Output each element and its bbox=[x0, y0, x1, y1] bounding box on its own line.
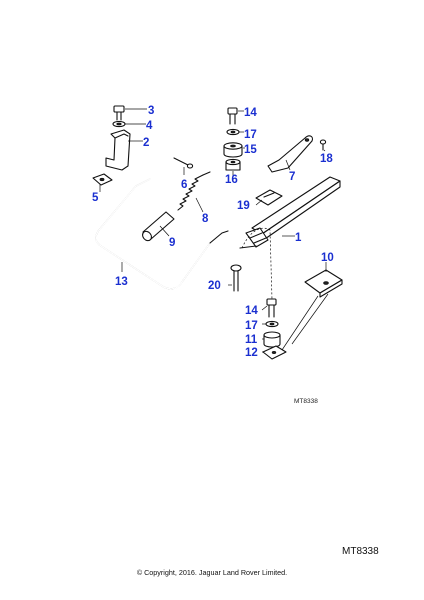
copyright-notice: © Copyright, 2016. Jaguar Land Rover Lim… bbox=[136, 568, 288, 577]
callout-14-upper: 14 bbox=[244, 107, 257, 119]
arm-1 bbox=[239, 176, 341, 249]
bolt-14-upper bbox=[227, 107, 238, 125]
callouts: 3 4 2 5 6 8 9 13 14 17 15 16 7 18 19 1 2… bbox=[92, 105, 334, 359]
callout-2: 2 bbox=[143, 137, 149, 149]
callout-14-lower: 14 bbox=[245, 305, 258, 317]
callout-11: 11 bbox=[245, 334, 258, 346]
bush-11 bbox=[263, 331, 281, 348]
callout-16: 16 bbox=[225, 174, 238, 186]
bolt-3 bbox=[113, 105, 125, 121]
callout-20: 20 bbox=[208, 280, 221, 292]
rivet-20 bbox=[230, 264, 242, 292]
callout-7: 7 bbox=[289, 171, 295, 183]
rod-13 bbox=[95, 178, 229, 290]
callout-15: 15 bbox=[244, 144, 257, 156]
plate-12 bbox=[262, 345, 287, 360]
callout-9: 9 bbox=[169, 237, 175, 249]
leader-lines bbox=[99, 108, 329, 353]
screw-18 bbox=[319, 139, 327, 151]
callout-13: 13 bbox=[115, 276, 128, 288]
clip-19 bbox=[255, 189, 283, 206]
bracket-2 bbox=[105, 129, 131, 171]
callout-19: 19 bbox=[237, 200, 250, 212]
callout-3: 3 bbox=[148, 105, 154, 117]
plate-10 bbox=[304, 269, 343, 298]
diagram-reference-large: MT8338 bbox=[342, 546, 379, 557]
washer-17-upper bbox=[226, 128, 240, 136]
strap-7 bbox=[267, 135, 313, 173]
plate-5 bbox=[92, 173, 113, 186]
spring-8 bbox=[177, 171, 211, 211]
diagram-reference-small: MT8338 bbox=[294, 398, 318, 405]
washer-17-lower bbox=[265, 320, 279, 328]
callout-6: 6 bbox=[181, 179, 187, 191]
callout-8: 8 bbox=[202, 213, 209, 225]
callout-1: 1 bbox=[295, 232, 302, 244]
pin-6 bbox=[173, 157, 194, 169]
callout-17-lower: 17 bbox=[245, 320, 258, 332]
bush-15 bbox=[223, 142, 243, 158]
callout-18: 18 bbox=[320, 153, 333, 165]
washer-4 bbox=[112, 120, 126, 128]
callout-4: 4 bbox=[146, 120, 153, 132]
callout-10: 10 bbox=[321, 252, 334, 264]
nut-16 bbox=[225, 158, 241, 171]
bolt-14-lower bbox=[266, 298, 277, 318]
callout-5: 5 bbox=[92, 192, 99, 204]
callout-12: 12 bbox=[245, 347, 258, 359]
callout-17-upper: 17 bbox=[244, 129, 257, 141]
sleeve-9 bbox=[142, 211, 175, 242]
